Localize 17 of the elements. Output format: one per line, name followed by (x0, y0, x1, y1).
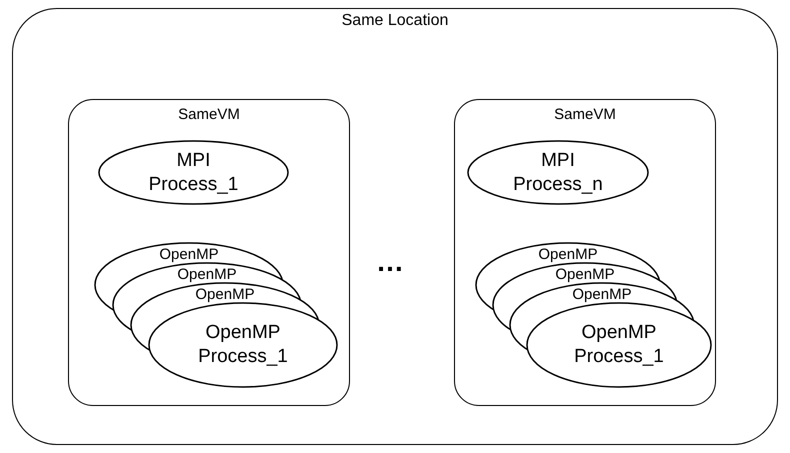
container-box (12, 8, 778, 445)
container-title: SameVM (178, 106, 240, 123)
process-label: OpenMP (177, 266, 237, 285)
container-box (454, 99, 716, 406)
process-label: OpenMP Process_1 (197, 321, 289, 369)
container-title: Same Location (342, 12, 448, 30)
process-label: OpenMP Process_1 (573, 321, 665, 369)
process-label: OpenMP (572, 286, 632, 305)
process-label: OpenMP (159, 246, 219, 265)
process-label: OpenMP (195, 286, 255, 305)
container-title: SameVM (554, 106, 616, 123)
container-box (68, 99, 350, 406)
process-label: OpenMP (538, 246, 598, 265)
process-label: MPI Process_n (512, 148, 604, 196)
ellipsis-label: … (376, 248, 404, 276)
process-label: OpenMP (555, 266, 615, 285)
process-label: MPI Process_1 (148, 148, 240, 196)
